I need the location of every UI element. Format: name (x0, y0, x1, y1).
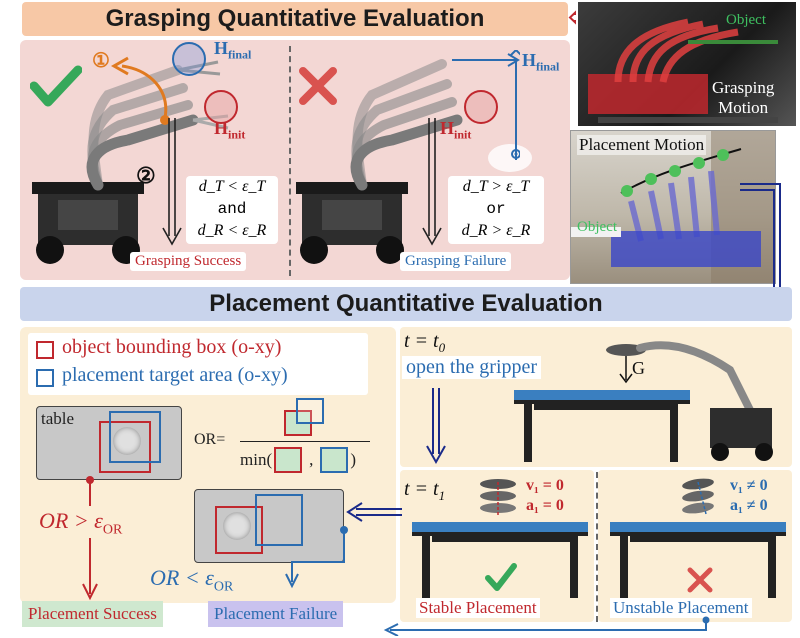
failure-arrow-icon (285, 526, 348, 589)
table-object-shadow (113, 427, 141, 455)
grasp-divider (289, 46, 291, 276)
grasping-failure-label: Grasping Failure (400, 252, 512, 271)
table-target-box (109, 411, 161, 463)
or-greater-label: OR > εOR (36, 508, 126, 539)
unstable-values: v₁ ≠ 0 a₁ ≠ 0 (730, 476, 768, 516)
cross-icon (299, 67, 337, 105)
stable-velocity: v₁ = 0 (526, 477, 564, 494)
or-formula-denominator: min( , ) (240, 447, 356, 473)
denom-target-box (320, 447, 349, 473)
placement-failure-label: Placement Failure (208, 601, 344, 627)
success-and: and (217, 200, 247, 218)
failure-cond-r: d_R > ε_R (461, 222, 531, 239)
placement-success-label: Placement Success (22, 601, 163, 627)
robot-failure-drawing (296, 59, 532, 264)
failure-object-shadow (223, 512, 251, 540)
unstable-object-icon (682, 478, 714, 515)
grasp-photo-object-label: Object (726, 12, 766, 28)
t0-table-drawing (514, 341, 773, 462)
grasping-motion-sketch (588, 18, 778, 123)
legend-target-label: placement target area (o-xy) (62, 364, 288, 386)
lift-arrow-icon (162, 118, 182, 246)
t1-label: t = t1 (404, 478, 446, 503)
step-one-label: ① (92, 50, 110, 72)
success-arrow-icon (82, 476, 98, 601)
stable-values: v₁ = 0 a₁ = 0 (526, 476, 564, 516)
numerator-target-box (296, 398, 324, 424)
place-title-banner: Placement Quantitative Evaluation (20, 287, 792, 321)
stable-placement-label: Stable Placement (416, 598, 540, 618)
h-init-marker-right (464, 90, 498, 124)
open-gripper-label: open the gripper (402, 356, 542, 379)
h-final-label: Hfinal (214, 38, 252, 62)
unstable-table-drawing (610, 522, 786, 598)
step-two-label: ② (136, 163, 156, 188)
legend: object bounding box (o-xy) placement tar… (28, 333, 368, 395)
min-comma: , (309, 450, 314, 469)
or-fraction-bar (240, 441, 370, 442)
or-less-label: OR < εOR (150, 565, 234, 595)
min-suffix: ) (350, 450, 357, 469)
unstable-cross-icon (687, 567, 713, 593)
orange-arc-arrow-icon (110, 56, 170, 125)
failure-target-box (255, 494, 303, 546)
t1-to-or-arrow-icon (346, 502, 402, 522)
denom-object-box (274, 447, 303, 473)
t0-label: t = t0 (404, 330, 446, 355)
failure-conditions-box: d_T > ε_T or d_R > ε_R (448, 176, 544, 244)
grasp-photo-motion-label: Grasping Motion (712, 78, 775, 117)
placement-photo-object-label: Object (577, 219, 617, 235)
h-final-label-right: Hfinal (522, 50, 560, 74)
g-label: G (632, 358, 645, 378)
or-formula-numerator (282, 398, 324, 436)
placement-motion-sketch (571, 131, 775, 283)
unstable-placement-label: Unstable Placement (610, 598, 752, 618)
t0-to-t1-arrow-icon (426, 388, 446, 465)
success-conditions-box: d_T < ε_T and d_R < ε_R (186, 176, 278, 244)
success-cond-r: d_R < ε_R (197, 222, 267, 239)
legend-target-swatch (36, 369, 54, 387)
grasp-title-banner: Grasping Quantitative Evaluation (22, 2, 568, 36)
or-formula-prefix: OR= (194, 431, 226, 448)
unstable-to-failure-arrow-icon (383, 616, 710, 636)
unstable-velocity: v₁ ≠ 0 (730, 477, 768, 494)
failure-object-box (215, 506, 263, 554)
table-top-view: table (36, 406, 182, 480)
robot-success-drawing (32, 60, 229, 264)
table-object-box (99, 421, 151, 473)
legend-object-swatch (36, 341, 54, 359)
lift-arrow-right-icon (422, 118, 442, 246)
failure-cond-t: d_T > ε_T (462, 178, 530, 195)
unstable-acceleration: a₁ ≠ 0 (730, 497, 768, 514)
t1-divider (596, 472, 598, 622)
grasp-title: Grasping Quantitative Evaluation (105, 5, 485, 32)
h-init-label: Hinit (214, 118, 246, 142)
h-final-marker (172, 42, 206, 76)
table-label: table (41, 409, 75, 428)
stable-object-icon (480, 479, 516, 516)
placement-photo-motion-label: Placement Motion (577, 135, 707, 155)
check-icon (30, 65, 82, 107)
min-prefix: min( (240, 450, 273, 469)
grasping-motion-photo: Object Grasping Motion (576, 0, 798, 128)
stable-check-icon (485, 563, 517, 591)
h-init-label-right: Hinit (440, 118, 472, 142)
failure-or: or (486, 200, 506, 218)
legend-object-label: object bounding box (o-xy) (62, 336, 282, 358)
grasping-success-label: Grasping Success (130, 252, 247, 271)
stable-table-drawing (412, 522, 588, 598)
place-title: Placement Quantitative Evaluation (209, 290, 603, 317)
h-final-axes-icon (452, 50, 520, 160)
h-init-marker (204, 90, 238, 124)
table-top-view-failure (194, 489, 344, 563)
stable-acceleration: a₁ = 0 (526, 497, 564, 514)
success-cond-t: d_T < ε_T (198, 178, 266, 195)
placement-motion-photo: Placement Motion Object (570, 130, 776, 284)
